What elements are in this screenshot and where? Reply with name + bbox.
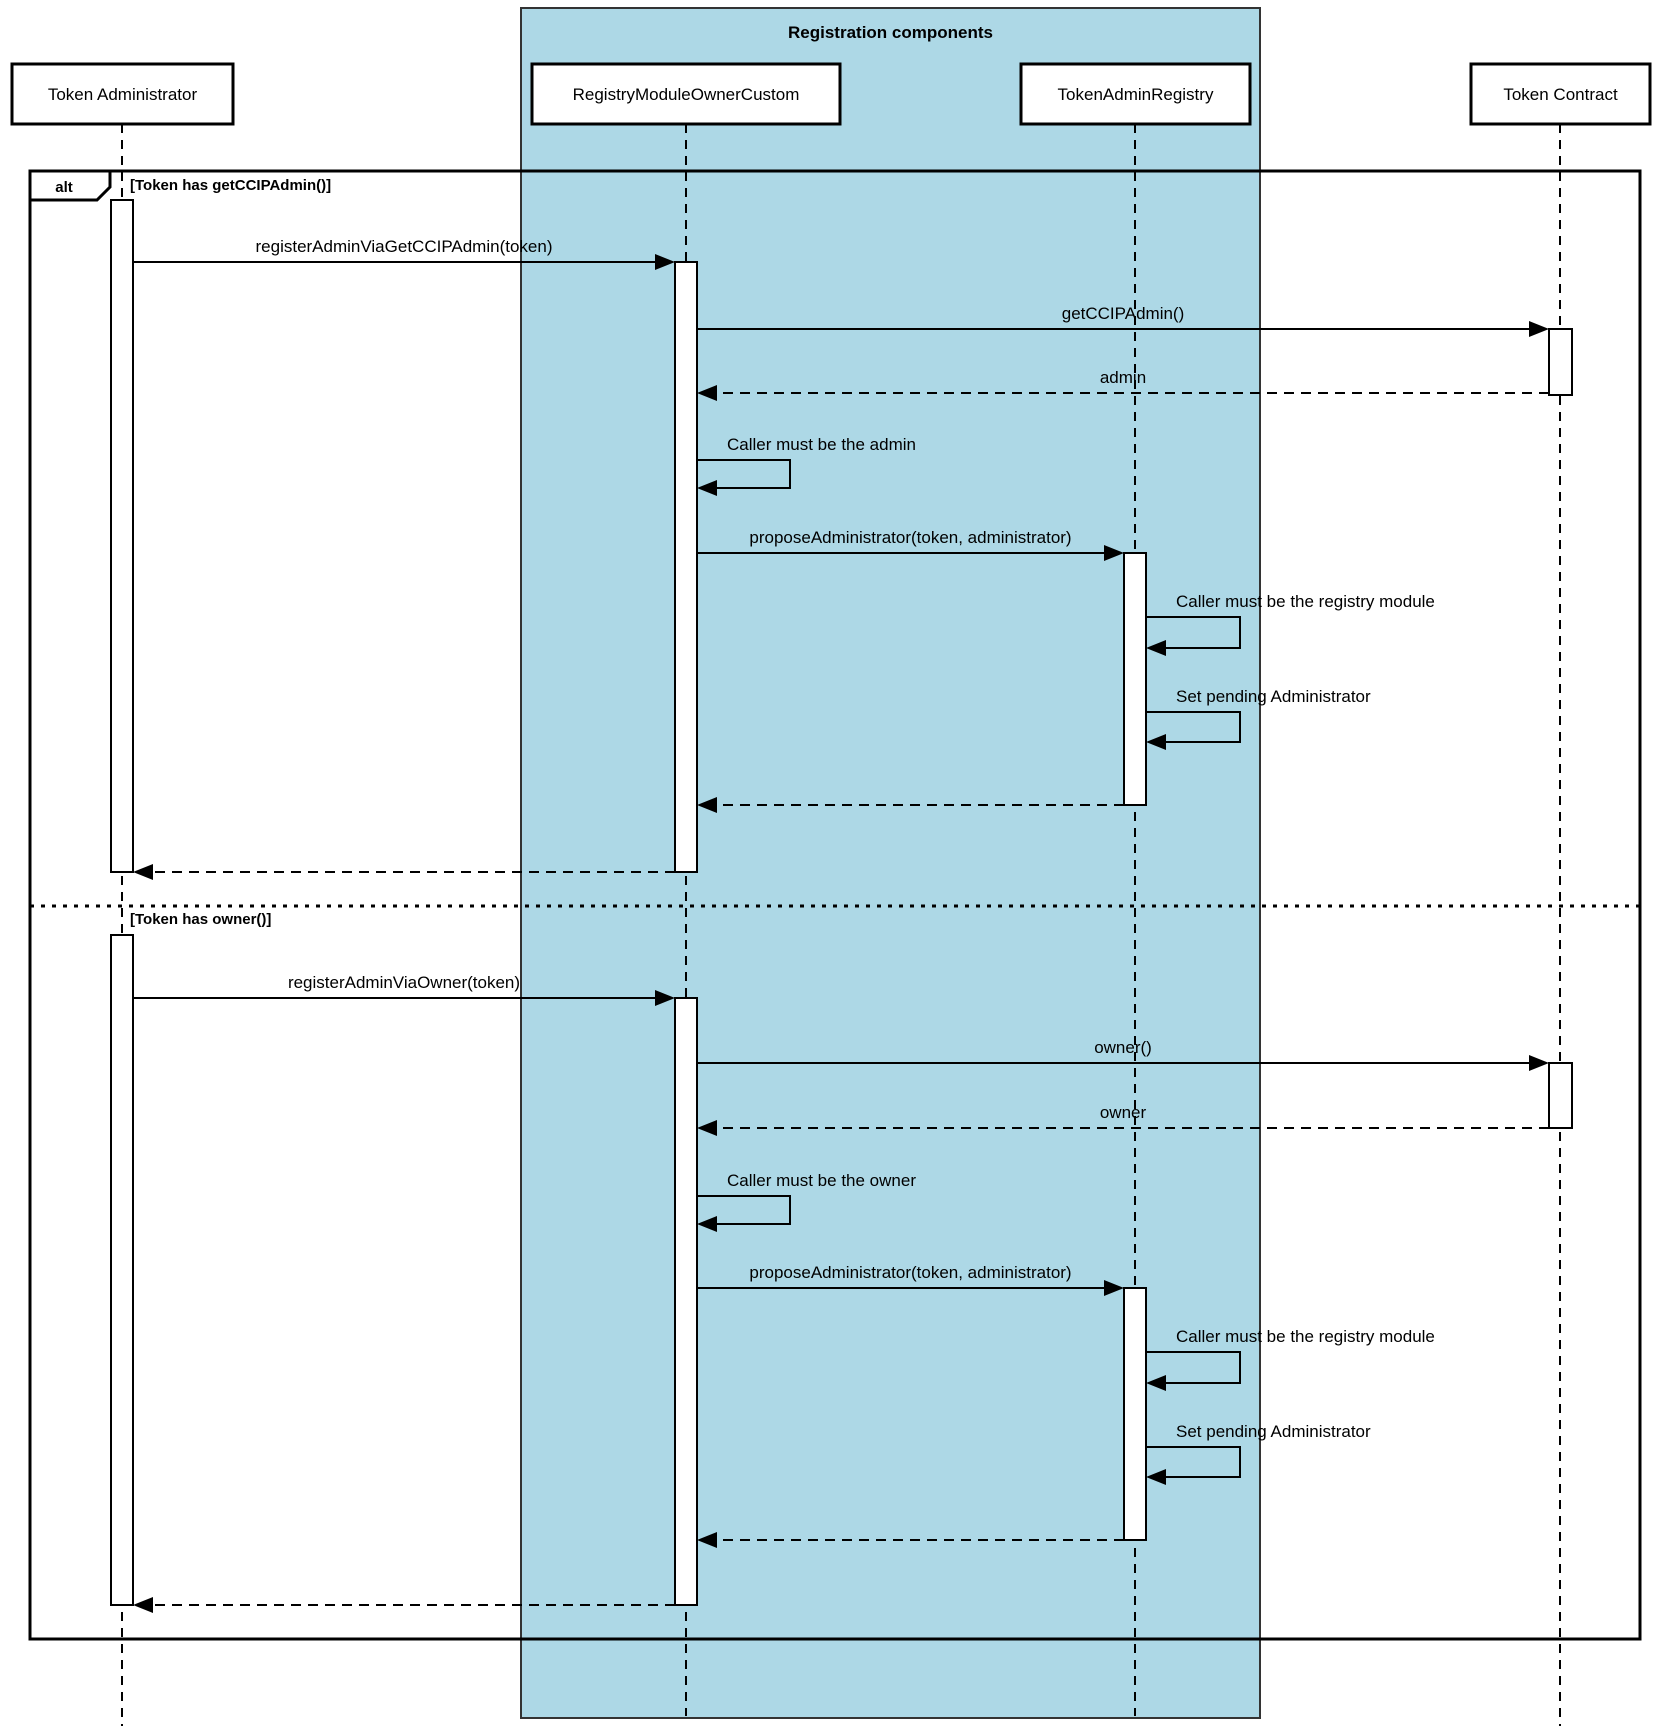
activation-bar: [674, 261, 698, 873]
participant-label-token-contract: Token Contract: [1503, 85, 1618, 104]
participant-box-token-admin-registry: [1019, 62, 1252, 126]
message-self: Caller must be the registry module: [1146, 592, 1435, 656]
arrowhead-icon: [1104, 1280, 1124, 1296]
message-call: registerAdminViaOwner(token): [133, 973, 675, 1006]
message-label: admin: [1100, 368, 1146, 387]
arrowhead-icon: [1529, 1055, 1549, 1071]
message-line: [697, 459, 791, 489]
message-label: Caller must be the registry module: [1176, 1327, 1435, 1346]
message-line: [1146, 616, 1241, 649]
alt-operator-pentagon: [28, 169, 112, 202]
message-line: [1146, 1446, 1241, 1478]
message-return: [133, 864, 675, 880]
message-label: Set pending Administrator: [1176, 1422, 1371, 1441]
message-label: Set pending Administrator: [1176, 687, 1371, 706]
arrowhead-icon: [1146, 640, 1166, 656]
participant-box-token-contract: [1469, 62, 1652, 126]
arrowhead-icon: [655, 254, 675, 270]
arrowhead-icon: [1104, 545, 1124, 561]
message-call: proposeAdministrator(token, administrato…: [697, 528, 1124, 561]
message-self: Caller must be the owner: [697, 1171, 916, 1232]
message-line: [1146, 711, 1241, 743]
arrowhead-icon: [1146, 1375, 1166, 1391]
message-label: proposeAdministrator(token, administrato…: [749, 1263, 1071, 1282]
message-call: registerAdminViaGetCCIPAdmin(token): [133, 237, 675, 270]
message-label: Caller must be the owner: [727, 1171, 916, 1190]
arrowhead-icon: [133, 1597, 153, 1613]
arrowhead-icon: [697, 1216, 717, 1232]
message-label: owner: [1100, 1103, 1147, 1122]
message-self: Caller must be the admin: [697, 435, 916, 496]
activation-bar: [1548, 328, 1573, 396]
message-return: [697, 797, 1124, 813]
guard-condition-label: [Token has owner()]: [130, 911, 271, 928]
container-title: Registration components: [788, 23, 993, 42]
guard-condition-label: [Token has getCCIPAdmin()]: [130, 177, 331, 194]
message-return: admin: [697, 368, 1549, 401]
activation-bar: [110, 934, 134, 1606]
message-return: owner: [697, 1103, 1549, 1136]
message-label: Caller must be the admin: [727, 435, 916, 454]
arrowhead-icon: [697, 1532, 717, 1548]
activation-bar: [674, 997, 698, 1606]
activation-bar: [1123, 552, 1147, 806]
message-self: Set pending Administrator: [1146, 1422, 1371, 1485]
message-label: getCCIPAdmin(): [1062, 304, 1185, 323]
registration-components-container: [520, 7, 1261, 1719]
participant-label-registry-module-owner-custom: RegistryModuleOwnerCustom: [573, 85, 800, 104]
arrowhead-icon: [697, 1120, 717, 1136]
arrowhead-icon: [1146, 734, 1166, 750]
message-call: getCCIPAdmin(): [697, 304, 1549, 337]
participant-box-registry-module-owner-custom: [530, 62, 842, 126]
message-line: [697, 1195, 791, 1225]
activation-bar: [1548, 1062, 1573, 1129]
alt-operator-label: alt: [55, 179, 73, 196]
message-self: Caller must be the registry module: [1146, 1327, 1435, 1391]
participant-label-token-administrator: Token Administrator: [48, 85, 198, 104]
message-self: Set pending Administrator: [1146, 687, 1371, 750]
participant-label-token-admin-registry: TokenAdminRegistry: [1058, 85, 1214, 104]
arrowhead-icon: [655, 990, 675, 1006]
message-line: [1146, 1351, 1241, 1384]
arrowhead-icon: [133, 864, 153, 880]
activation-bar: [110, 199, 134, 873]
message-label: owner(): [1094, 1038, 1152, 1057]
message-return: [133, 1597, 675, 1613]
arrowhead-icon: [697, 385, 717, 401]
message-label: registerAdminViaOwner(token): [288, 973, 520, 992]
arrowhead-icon: [697, 797, 717, 813]
activation-bar: [1123, 1287, 1147, 1541]
arrowhead-icon: [697, 480, 717, 496]
message-call: proposeAdministrator(token, administrato…: [697, 1263, 1124, 1296]
message-return: [697, 1532, 1124, 1548]
participant-box-token-administrator: [10, 62, 235, 126]
message-label: Caller must be the registry module: [1176, 592, 1435, 611]
message-call: owner(): [697, 1038, 1549, 1071]
message-label: proposeAdministrator(token, administrato…: [749, 528, 1071, 547]
arrowhead-icon: [1529, 321, 1549, 337]
message-label: registerAdminViaGetCCIPAdmin(token): [256, 237, 553, 256]
arrowhead-icon: [1146, 1469, 1166, 1485]
